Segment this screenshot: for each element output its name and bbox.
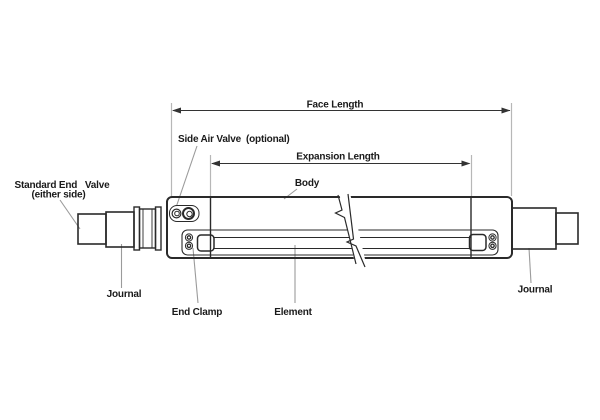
end-clamp-screw-center — [490, 235, 495, 240]
arrowhead-left-icon — [211, 160, 220, 167]
arrowhead-right-icon — [461, 160, 471, 167]
break-section — [334, 193, 367, 268]
expansion-length-dimension: Expansion Length — [211, 152, 471, 167]
standard-end-valve-leader — [59, 199, 81, 230]
element-end-block-left — [196, 234, 215, 252]
leader-lines — [59, 145, 532, 304]
valve-plug-outer — [182, 207, 195, 220]
end-clamp-leader — [192, 247, 199, 304]
groove-outline — [181, 229, 499, 256]
end-clamp-screw-center — [186, 235, 192, 240]
valve-port-outer — [171, 208, 182, 219]
element-groove — [181, 229, 499, 256]
arrowhead-left-icon — [172, 107, 181, 114]
valve-recess — [169, 205, 200, 222]
collar-drum — [138, 208, 157, 249]
break-line-left — [334, 194, 357, 265]
journal-left-label: Journal — [107, 289, 142, 300]
left-journal — [77, 206, 162, 251]
expansion-length-label: Expansion Length — [296, 152, 380, 163]
end-clamp-screw — [488, 241, 497, 250]
side-air-valve-note: (optional) — [246, 134, 290, 145]
left-journal-inner-section — [105, 211, 135, 248]
face-length-dimension: Face Length — [172, 100, 511, 114]
end-clamp-screw — [184, 241, 194, 250]
end-clamp-screw — [184, 233, 194, 242]
dimension-extension-lines — [170, 103, 513, 196]
collar-flange-left — [133, 206, 141, 251]
standard-end-valve-label: Standard End Valve — [15, 180, 111, 191]
side-air-valve-label: Side Air Valve — [178, 134, 242, 145]
right-journal — [511, 207, 579, 250]
left-journal-end-section — [77, 213, 107, 245]
break-line-right — [345, 193, 366, 268]
valve-port-inner — [174, 210, 180, 217]
end-clamp-screw-center — [186, 243, 192, 249]
arrowhead-right-icon — [501, 107, 511, 114]
face-length-label: Face Length — [307, 100, 364, 111]
end-clamp-screw — [488, 233, 497, 242]
standard-end-valve-note: (either side) — [31, 190, 85, 201]
element-label: Element — [274, 307, 312, 318]
collar-flange-right — [154, 206, 162, 251]
journal-right-label: Journal — [518, 285, 553, 296]
side-air-valve-detail — [169, 205, 200, 222]
right-journal-inner-section — [511, 207, 557, 250]
callout-labels: Side Air Valve (optional) Body Standard … — [15, 134, 553, 318]
end-clamp-screw-center — [490, 243, 495, 249]
valve-plug-inner — [186, 210, 193, 218]
body-label: Body — [295, 178, 320, 189]
journal-right-leader — [528, 247, 532, 284]
shaft-body — [166, 193, 513, 268]
right-journal-end-section — [555, 212, 579, 245]
end-clamp-label: End Clamp — [172, 307, 223, 318]
element-end-block-right — [468, 233, 487, 252]
